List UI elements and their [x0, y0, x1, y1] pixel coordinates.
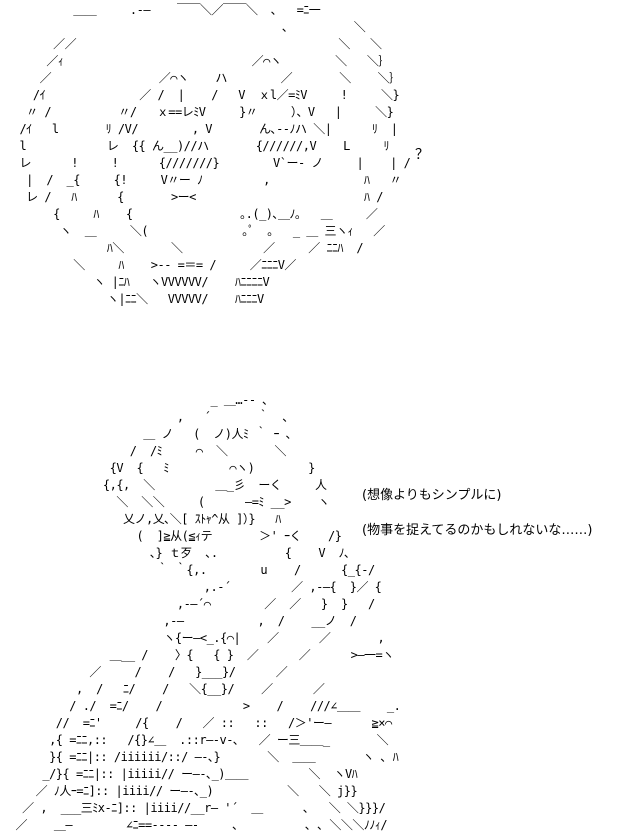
thought-line-1: (想像よりもシンプルに)	[362, 488, 502, 503]
thought-line-2: (物事を捉えてるのかもしれないな……)	[362, 523, 593, 538]
ascii-art-character-bottom: _ ＿…-- ､ , ´ ｀ ､ ＿ ノ ( ノ)人ﾐ ｀ ｰ ､ / /ﾐ ⌒…	[15, 393, 401, 832]
question-mark: ？	[415, 147, 429, 163]
ascii-art-character-top: ＿＿ .-― ￣￣＼／￣￣＼ ､ =ﾆ一 、 ＼ ／／ ＼ ＼ ／ｨ ／⌒ヽ ＼…	[19, 3, 411, 306]
